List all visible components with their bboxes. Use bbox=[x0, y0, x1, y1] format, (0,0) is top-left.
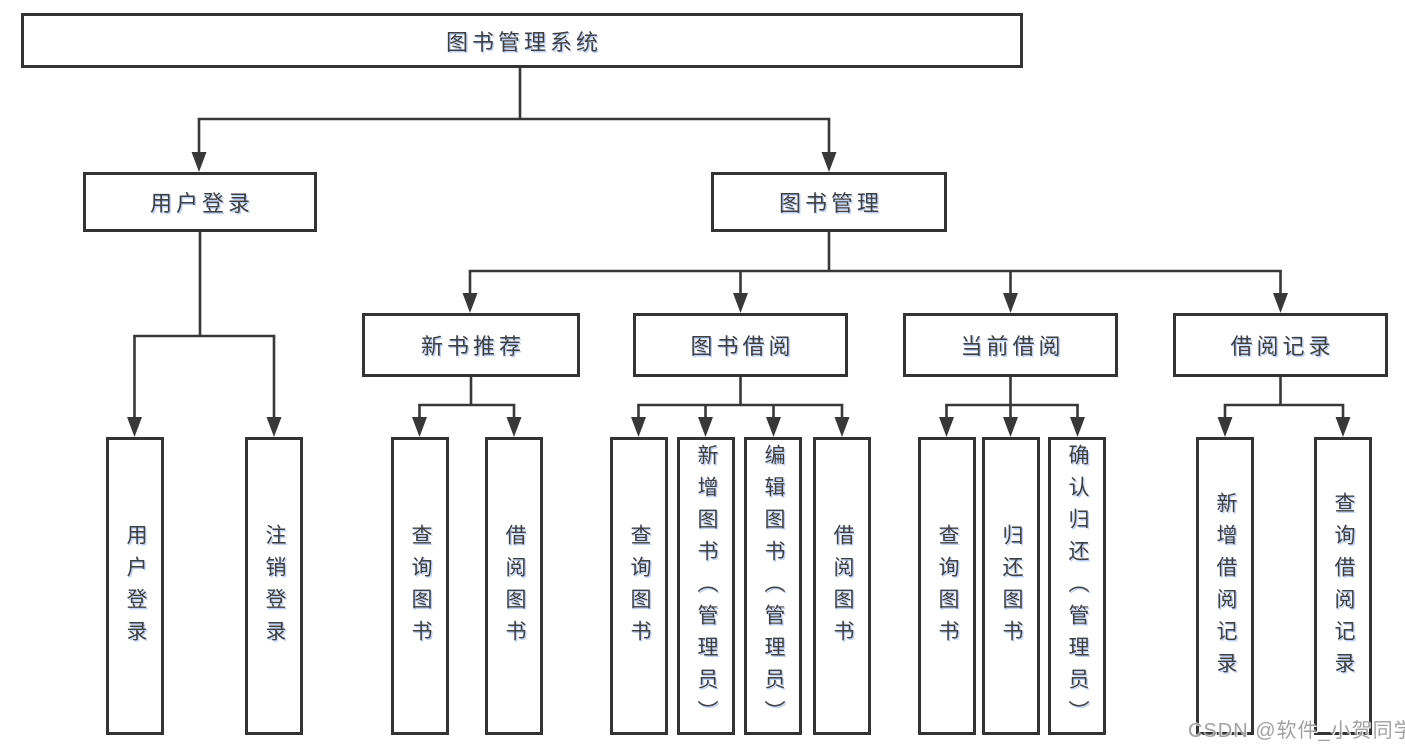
connector-book-borrowing-to-leaves bbox=[631, 377, 850, 437]
connector-new-book-recommendation-to-leaves bbox=[412, 377, 522, 437]
leaf-borrow-books-recommend: 借阅图书 bbox=[485, 437, 543, 735]
connector-root-to-level2 bbox=[191, 68, 837, 172]
connector-current-borrowing-to-leaves bbox=[939, 377, 1085, 437]
connector-borrowing-records-to-leaves bbox=[1217, 377, 1351, 437]
node-current-borrowing: 当前借阅 bbox=[903, 313, 1118, 377]
node-book-borrowing: 图书借阅 bbox=[633, 313, 848, 377]
leaf-edit-book-admin: 编辑图书（管理员） bbox=[744, 437, 802, 735]
leaf-borrow-books: 借阅图书 bbox=[813, 437, 871, 735]
watermark: CSDN @软件_小贺同学 bbox=[1188, 720, 1405, 742]
node-library-management-system: 图书管理系统 bbox=[21, 13, 1023, 68]
node-new-book-recommendation: 新书推荐 bbox=[362, 313, 580, 377]
leaf-query-books-borrowing: 查询图书 bbox=[610, 437, 668, 735]
connector-book-management-to-level3 bbox=[462, 232, 1288, 313]
leaf-add-book-admin: 新增图书（管理员） bbox=[677, 437, 735, 735]
leaf-query-borrow-record: 查询借阅记录 bbox=[1314, 437, 1372, 735]
leaf-add-borrow-record: 新增借阅记录 bbox=[1196, 437, 1254, 735]
connector-user-login-to-leaves bbox=[127, 232, 282, 437]
leaf-query-books-current: 查询图书 bbox=[918, 437, 976, 735]
node-user-login: 用户登录 bbox=[83, 172, 317, 232]
leaf-user-login: 用户登录 bbox=[106, 437, 164, 735]
node-borrowing-records: 借阅记录 bbox=[1173, 313, 1388, 377]
leaf-logout: 注销登录 bbox=[245, 437, 303, 735]
node-book-management: 图书管理 bbox=[711, 172, 947, 232]
leaf-confirm-return-admin: 确认归还（管理员） bbox=[1048, 437, 1106, 735]
leaf-query-books-recommend: 查询图书 bbox=[391, 437, 449, 735]
leaf-return-books: 归还图书 bbox=[982, 437, 1040, 735]
